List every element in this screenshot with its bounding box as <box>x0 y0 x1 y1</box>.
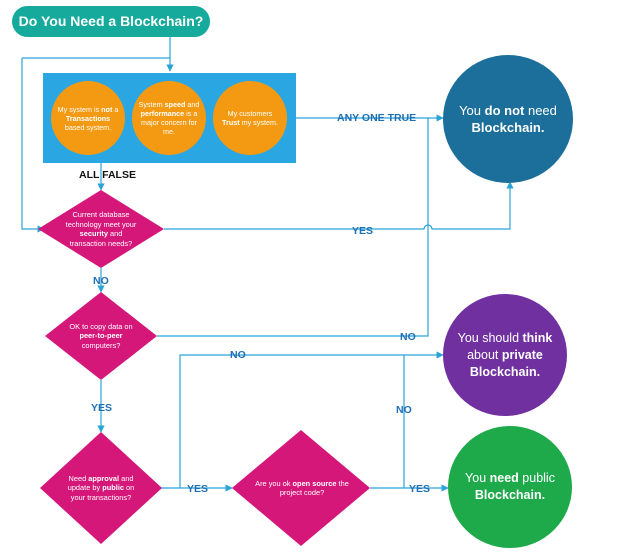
edge-approval-no <box>179 351 444 488</box>
text-part: public <box>518 471 555 485</box>
text-part: the project code? <box>279 478 349 498</box>
text-part: You <box>459 103 485 118</box>
label-all-false: ALL FALSE <box>79 169 136 181</box>
text-part: My customers <box>227 109 273 118</box>
text-part: Are you ok <box>255 478 293 488</box>
condition-speed-performance-text: System speed and performance is a major … <box>137 100 201 136</box>
label-approval-no: NO <box>230 349 246 361</box>
decision-opensource: Are you ok open source the project code? <box>250 474 354 502</box>
edge-title-to-database <box>21 58 45 233</box>
text-part: my system. <box>239 118 278 127</box>
text-part: performance <box>140 109 185 118</box>
text-part: open source <box>292 478 337 488</box>
decision-approval: Need approval and update by public on yo… <box>63 468 139 508</box>
text-part: think <box>522 330 553 345</box>
text-part: is a major concern for me. <box>141 109 198 136</box>
outcome-public-blockchain-text: You need public Blockchain. <box>460 470 560 504</box>
label-opensource-no: NO <box>396 404 412 416</box>
text-part: Need <box>68 473 89 483</box>
condition-customers-trust: My customers Trust my system. <box>213 81 287 155</box>
text-part: public <box>102 483 124 493</box>
text-part: on your transactions? <box>70 483 135 502</box>
edge-peer-no <box>157 118 429 337</box>
text-part: peer-to-peer <box>79 331 123 341</box>
text-part: approval <box>88 473 120 483</box>
text-part: Blockchain. <box>474 488 546 502</box>
outcome-no-blockchain: You do not need Blockchain. <box>443 55 573 183</box>
condition-speed-performance: System speed and performance is a major … <box>132 81 206 155</box>
text-part: System <box>138 100 165 109</box>
label-database-no: NO <box>93 275 109 287</box>
text-part: a <box>112 104 119 114</box>
text-part: private <box>501 347 543 362</box>
decision-peer: OK to copy data on peer-to-peer computer… <box>66 318 136 354</box>
decision-peer-shape <box>45 292 157 380</box>
condition-customers-trust-text: My customers Trust my system. <box>218 109 282 127</box>
decision-opensource-shape <box>232 430 370 546</box>
text-part: Transactions <box>65 113 111 123</box>
text-part: based system. <box>64 122 112 132</box>
outcome-no-blockchain-text: You do not need Blockchain. <box>455 102 561 136</box>
flowchart-title: Do You Need a Blockchain? <box>12 6 210 37</box>
text-part: speed <box>164 100 186 109</box>
text-part: Current database technology meet your <box>65 210 137 229</box>
label-approval-yes: YES <box>187 483 209 495</box>
decision-opensource-text: Are you ok open source the project code? <box>250 479 354 498</box>
text-part: My system is <box>57 104 102 114</box>
decision-database-shape <box>38 190 164 268</box>
label-database-yes: YES <box>352 225 374 237</box>
label-peer-no: NO <box>400 331 416 343</box>
decision-approval-shape <box>40 432 162 544</box>
decision-peer-text: OK to copy data on peer-to-peer computer… <box>66 322 136 351</box>
text-part: computers? <box>81 340 121 350</box>
outcome-public-blockchain: You need public Blockchain. <box>448 426 572 548</box>
text-part: and transaction needs? <box>69 229 133 248</box>
edge-database-yes <box>164 181 514 230</box>
text-part: about <box>467 347 502 362</box>
text-part: and <box>185 100 200 109</box>
text-part: security <box>79 229 108 238</box>
decision-database-text: Current database technology meet your se… <box>65 210 137 248</box>
condition-not-transactions: My system is not a Transactions based sy… <box>51 81 125 155</box>
text-part: need <box>489 471 519 485</box>
text-part: and update by <box>67 473 134 493</box>
text-part: Trust <box>222 118 240 127</box>
decision-approval-text: Need approval and update by public on yo… <box>63 474 139 503</box>
decision-database: Current database technology meet your se… <box>65 207 137 251</box>
outcome-private-blockchain: You should think about private Blockchai… <box>443 294 567 416</box>
text-part: Blockchain. <box>471 120 545 135</box>
text-part: You <box>465 471 490 485</box>
label-opensource-yes: YES <box>409 483 431 495</box>
label-peer-yes: YES <box>91 402 113 414</box>
outcome-private-blockchain-text: You should think about private Blockchai… <box>455 330 555 381</box>
text-part: Blockchain. <box>469 364 541 379</box>
text-part: You should <box>457 330 523 345</box>
text-part: do not <box>484 103 525 118</box>
condition-not-transactions-text: My system is not a Transactions based sy… <box>56 105 120 132</box>
text-part: need <box>524 103 557 118</box>
label-any-one-true: ANY ONE TRUE <box>337 112 417 124</box>
text-part: not <box>101 104 113 114</box>
text-part: OK to copy data on <box>69 321 133 331</box>
